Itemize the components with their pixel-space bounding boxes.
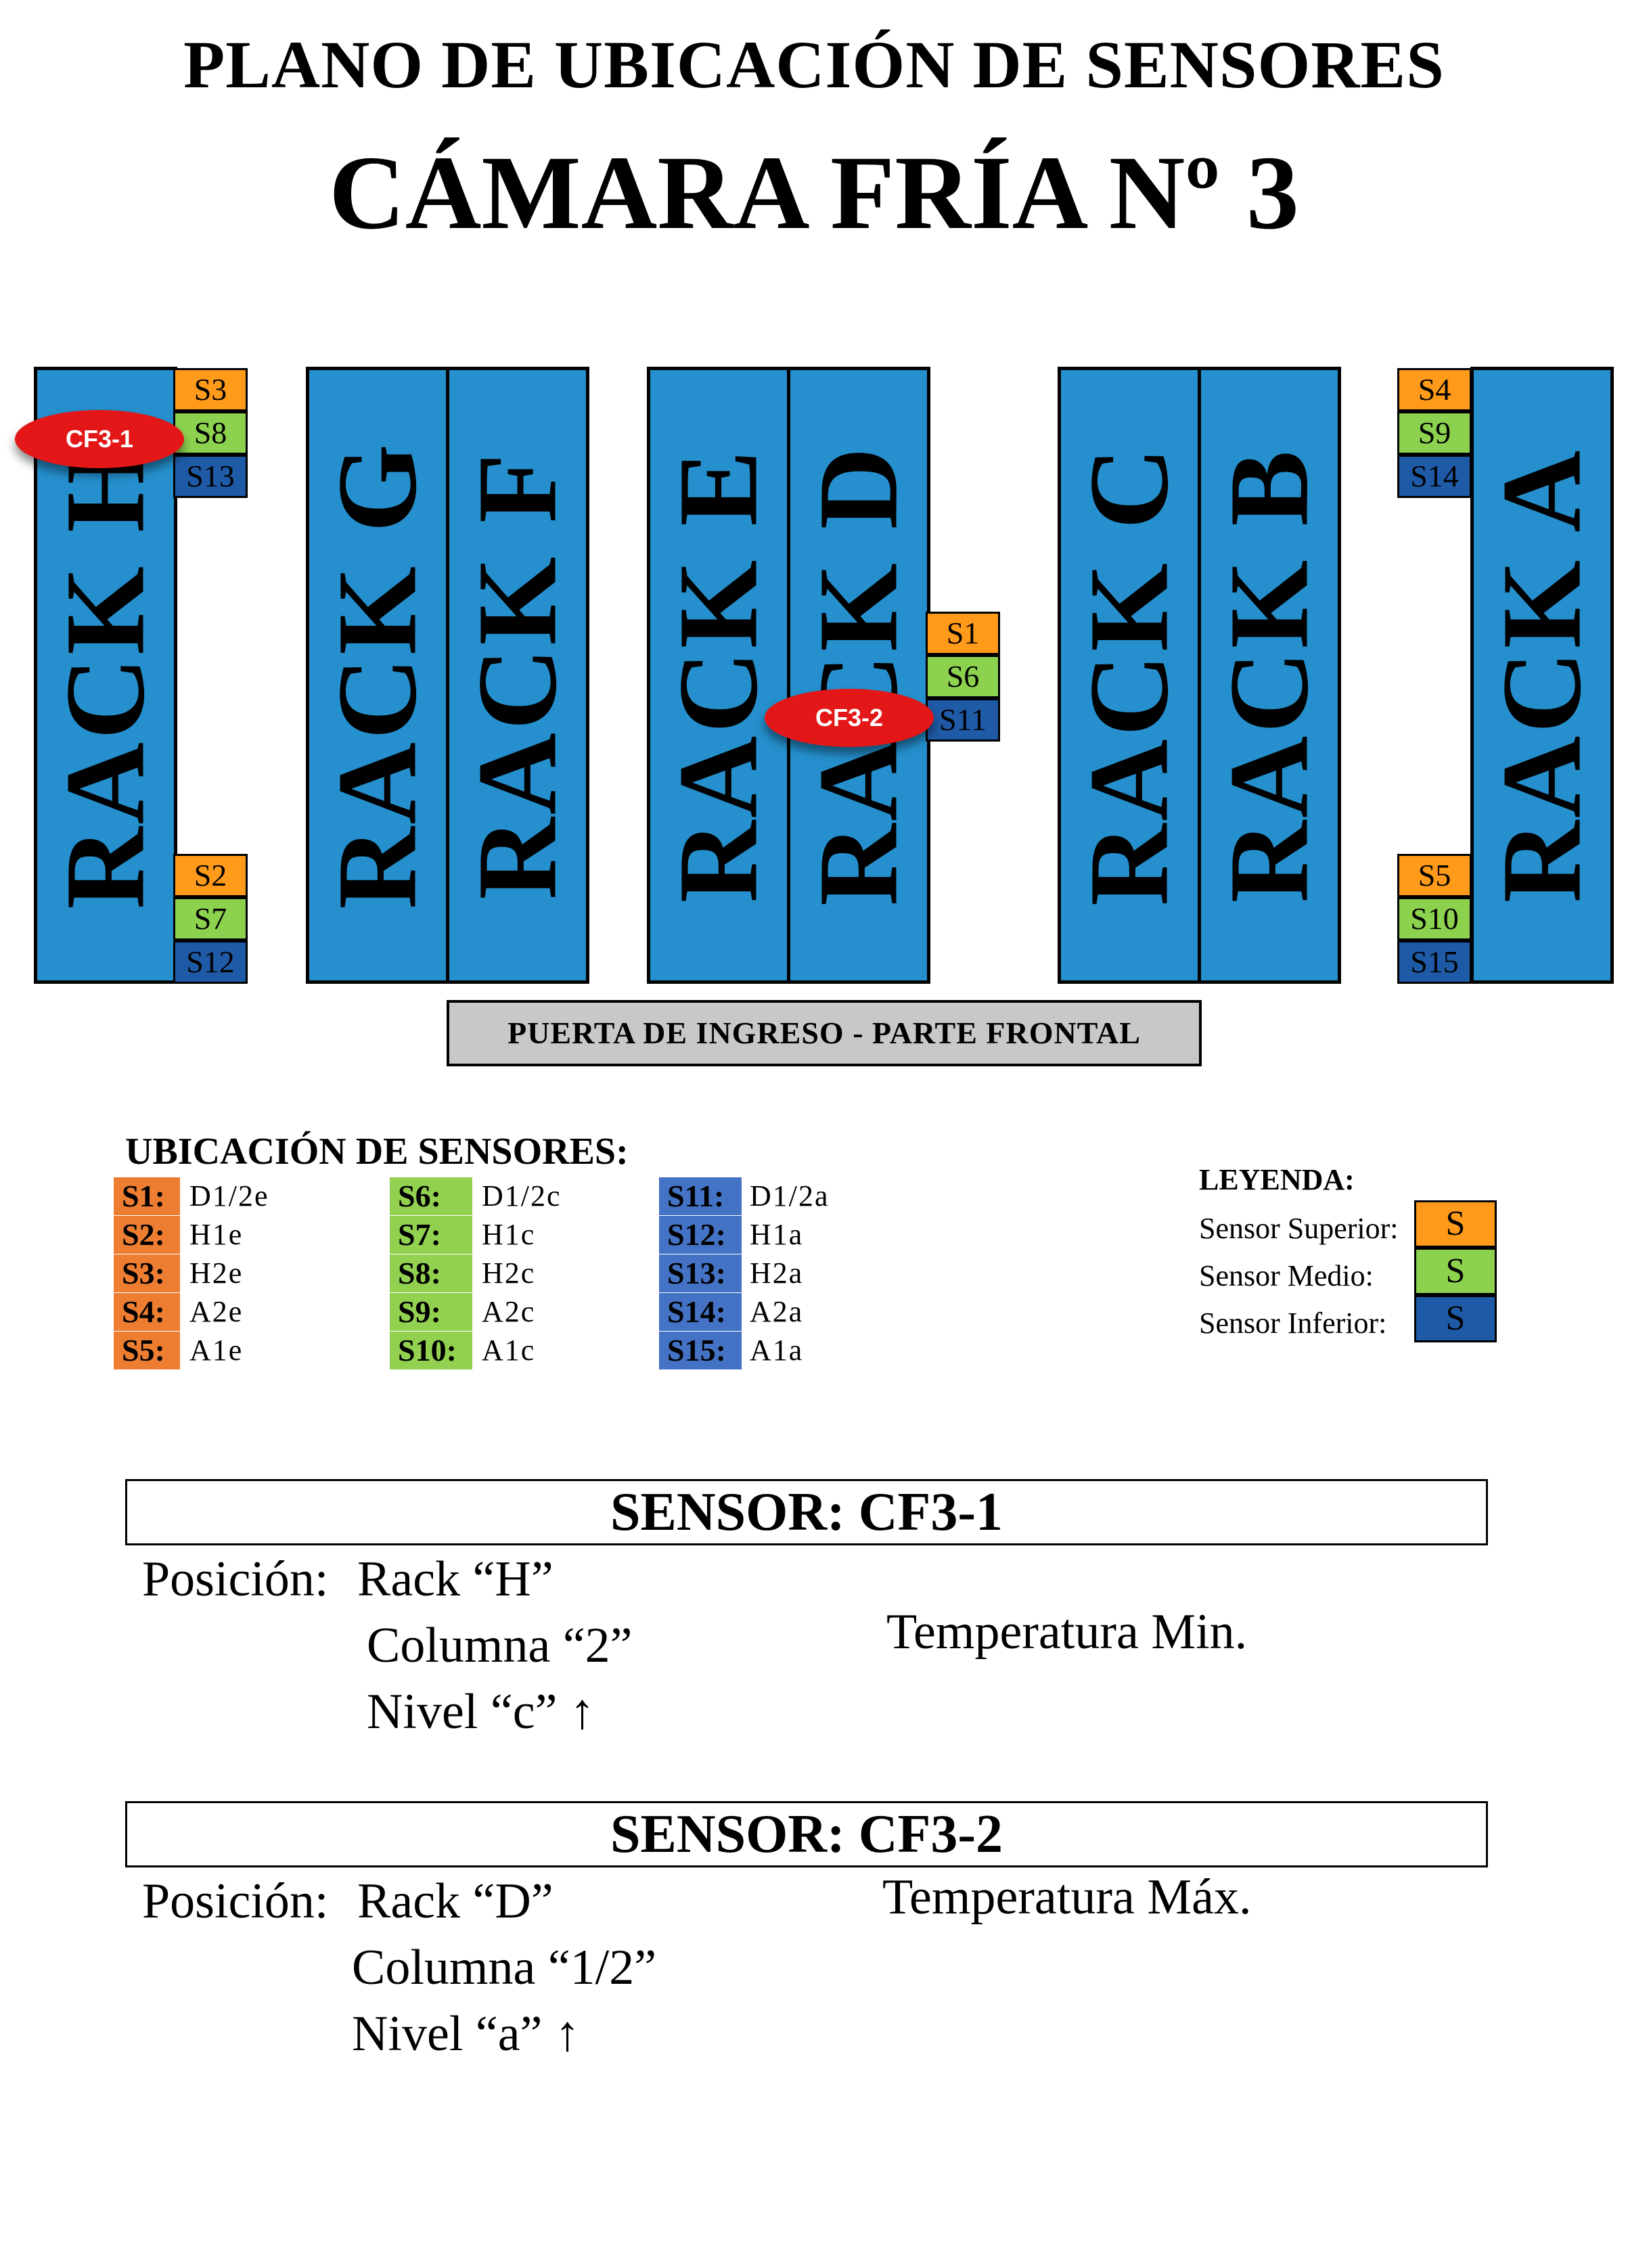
- rack-h: RACK H: [34, 367, 177, 984]
- rack-c: RACK C: [1058, 367, 1201, 984]
- sensor-location-title: UBICACIÓN DE SENSORES:: [125, 1131, 629, 1173]
- legend-swatch-superior: S: [1414, 1200, 1497, 1248]
- page-title: PLANO DE UBICACIÓN DE SENSORES: [183, 27, 1445, 102]
- rack-b: RACK B: [1198, 367, 1341, 984]
- sensor-cf3-2-column: Columna “1/2”: [352, 1940, 657, 1995]
- sensor-location: H2a: [750, 1256, 804, 1290]
- sensor-code: S14:: [659, 1293, 742, 1331]
- legend-label-inferior: Sensor Inferior:: [1199, 1307, 1387, 1340]
- rack-g: RACK G: [306, 367, 449, 984]
- sensor-code: S4:: [114, 1293, 180, 1331]
- sensor-location: A2c: [482, 1295, 536, 1328]
- sensor-cf3-1-level: Nivel “c” ↑: [367, 1684, 595, 1740]
- sensor-cf3-1-rack: Rack “H”: [357, 1551, 553, 1607]
- sensor-cf3-2-header: SENSOR: CF3-2: [125, 1801, 1488, 1867]
- sensor-cf3-2-position-label: Posición:: [142, 1874, 329, 1929]
- sensor-location: A2a: [750, 1295, 804, 1328]
- rack-a-label: RACK A: [1478, 447, 1605, 903]
- sensor-code: S1:: [114, 1177, 180, 1215]
- sensor-cf3-2-rack: Rack “D”: [357, 1874, 553, 1929]
- rack-h-label: RACK H: [42, 441, 168, 909]
- sensor-code: S15:: [659, 1332, 742, 1369]
- sensor-code: S3:: [114, 1254, 180, 1292]
- sensor-location: A2e: [189, 1295, 244, 1328]
- rack-g-label: RACK G: [314, 441, 440, 909]
- marker-cf3-2: CF3-2: [765, 689, 934, 747]
- sensor-cf3-1-column: Columna “2”: [367, 1618, 633, 1673]
- sensor-box-s1: S1: [926, 612, 1000, 655]
- sensor-location: D1/2c: [482, 1179, 562, 1212]
- sensor-location: A1e: [189, 1334, 244, 1367]
- sensor-code: S2:: [114, 1216, 180, 1254]
- rack-c-label: RACK C: [1066, 445, 1192, 906]
- sensor-box-s2: S2: [173, 854, 248, 897]
- sensor-box-s5: S5: [1397, 854, 1472, 897]
- rack-e: RACK E: [647, 367, 790, 984]
- marker-cf3-1: CF3-1: [15, 410, 184, 468]
- sensor-location: H2e: [189, 1256, 244, 1290]
- entrance-door: PUERTA DE INGRESO - PARTE FRONTAL: [447, 1000, 1202, 1066]
- sensor-box-s12: S12: [173, 940, 248, 984]
- sensor-location: H2c: [482, 1256, 536, 1290]
- sensor-location: A1a: [750, 1334, 804, 1367]
- sensor-location: A1c: [482, 1334, 536, 1367]
- rack-e-label: RACK E: [655, 447, 782, 903]
- sensor-location: H1a: [750, 1218, 804, 1251]
- rack-f: RACK F: [446, 367, 589, 984]
- sensor-box-s7: S7: [173, 897, 248, 940]
- sensor-cf3-1-header: SENSOR: CF3-1: [125, 1479, 1488, 1545]
- sensor-location: D1/2e: [189, 1179, 269, 1212]
- sensor-code: S9:: [390, 1293, 472, 1331]
- sensor-box-s9: S9: [1397, 411, 1472, 455]
- sensor-code: S7:: [390, 1216, 472, 1254]
- page-subtitle: CÁMARA FRÍA Nº 3: [329, 134, 1299, 251]
- sensor-location: H1c: [482, 1218, 536, 1251]
- sensor-code: S12:: [659, 1216, 742, 1254]
- sensor-code: S10:: [390, 1332, 472, 1369]
- sensor-code: S8:: [390, 1254, 472, 1292]
- legend-title: LEYENDA:: [1199, 1163, 1355, 1196]
- sensor-location: D1/2a: [750, 1179, 830, 1212]
- sensor-box-s11: S11: [926, 698, 1000, 742]
- sensor-box-s10: S10: [1397, 897, 1472, 940]
- sensor-box-s6: S6: [926, 655, 1000, 698]
- sensor-box-s8: S8: [173, 411, 248, 455]
- sensor-box-s14: S14: [1397, 455, 1472, 498]
- sensor-box-s3: S3: [173, 368, 248, 411]
- legend-label-superior: Sensor Superior:: [1199, 1212, 1399, 1245]
- sensor-code: S13:: [659, 1254, 742, 1292]
- sensor-cf3-1-note: Temperatura Min.: [886, 1604, 1248, 1660]
- legend-swatch-medio: S: [1414, 1248, 1497, 1295]
- sensor-code: S5:: [114, 1332, 180, 1369]
- sensor-location: H1e: [189, 1218, 244, 1251]
- legend-swatch-inferior: S: [1414, 1295, 1497, 1342]
- sensor-box-s15: S15: [1397, 940, 1472, 984]
- sensor-box-s13: S13: [173, 455, 248, 498]
- sensor-box-s4: S4: [1397, 368, 1472, 411]
- sensor-code: S11:: [659, 1177, 742, 1215]
- rack-d-label: RACK D: [795, 445, 922, 906]
- legend-label-medio: Sensor Medio:: [1199, 1259, 1374, 1292]
- rack-a: RACK A: [1470, 367, 1614, 984]
- sensor-cf3-1-position-label: Posición:: [142, 1551, 329, 1607]
- rack-f-label: RACK F: [454, 451, 581, 900]
- rack-b-label: RACK B: [1206, 447, 1332, 903]
- sensor-cf3-2-note: Temperatura Máx.: [882, 1869, 1252, 1925]
- sensor-code: S6:: [390, 1177, 472, 1215]
- sensor-cf3-2-level: Nivel “a” ↑: [352, 2006, 580, 2062]
- rack-d: RACK D: [787, 367, 930, 984]
